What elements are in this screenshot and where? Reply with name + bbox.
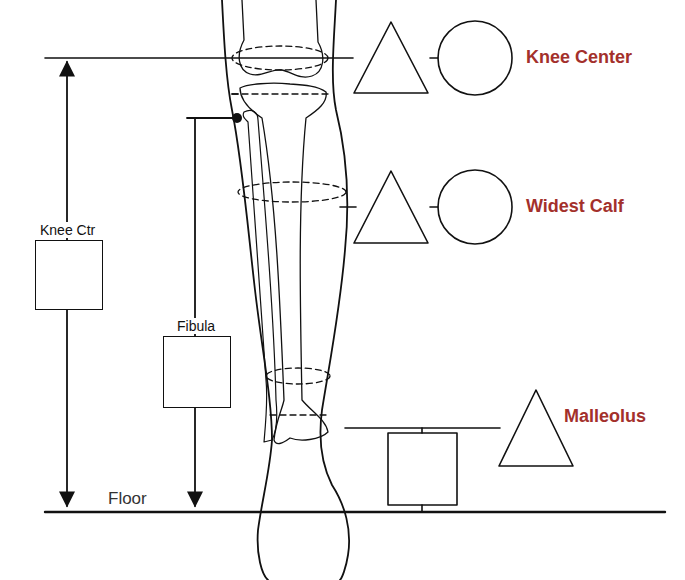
- floor-label: Floor: [106, 489, 149, 509]
- triangle-symbol: [499, 390, 573, 466]
- fibula-head-dot: [232, 113, 242, 123]
- triangle-symbol: [354, 171, 428, 243]
- leg-outline-right: [320, 0, 349, 580]
- box-heading: Fibula: [175, 318, 217, 334]
- floor-line: [45, 511, 665, 513]
- box-heading: Knee Ctr: [38, 222, 97, 238]
- tibia: [240, 83, 328, 443]
- level-label: Widest Calf: [526, 196, 624, 217]
- empty-box-symbol: [388, 433, 457, 505]
- femur: [239, 0, 323, 77]
- triangle-symbol: [354, 22, 428, 93]
- level-label: Knee Center: [526, 47, 632, 68]
- circle-symbol: [438, 170, 512, 244]
- fibula-height-arrow: [194, 118, 196, 506]
- circle-symbol: [438, 21, 512, 95]
- leg-outline-left: [222, 0, 272, 580]
- measure-box: Knee Ctr: [35, 240, 103, 310]
- measure-box: Fibula: [163, 336, 231, 408]
- fibula-bone: [243, 110, 277, 442]
- knee-center-line: [45, 57, 353, 59]
- level-label: Malleolus: [564, 406, 646, 427]
